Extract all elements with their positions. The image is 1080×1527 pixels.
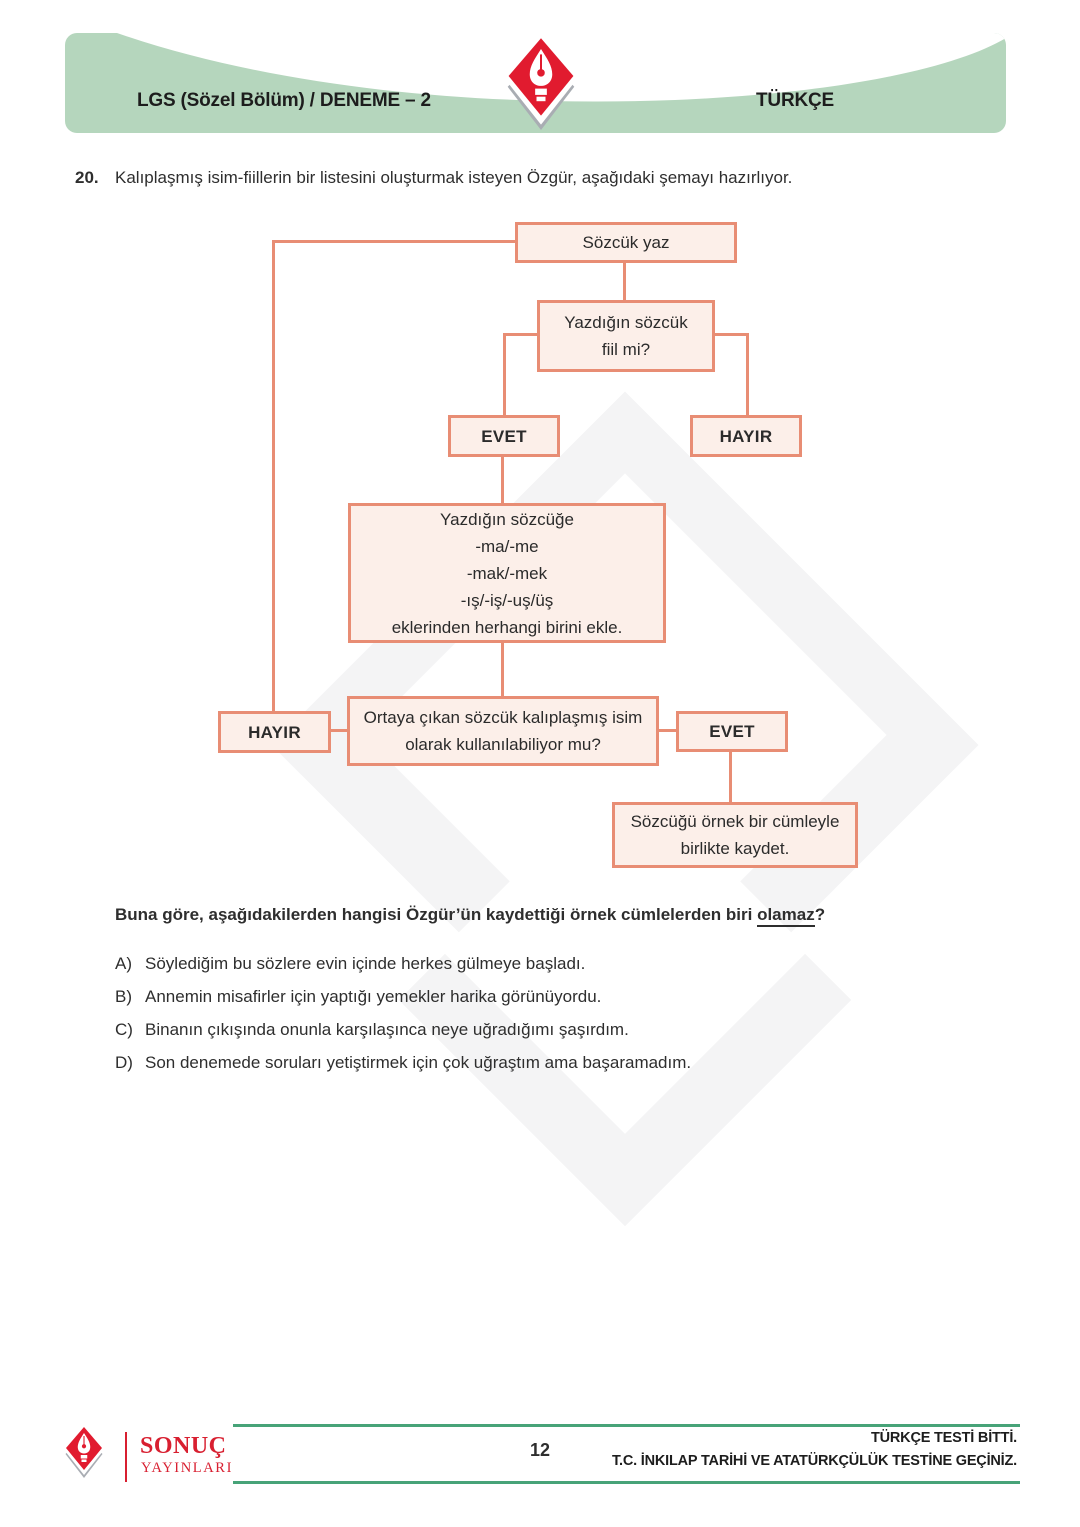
option-c-label: C)	[115, 1020, 133, 1039]
question-intro-row: 20. Kalıplaşmış isim-fiillerin bir liste…	[75, 168, 1015, 188]
flow-node-is-verb-question: Yazdığın sözcük fiil mi?	[537, 300, 715, 372]
flow-node-start: Sözcük yaz	[515, 222, 737, 263]
footer-notice-line2: T.C. İNKILAP TARİHİ VE ATATÜRKÇÜLÜK TEST…	[612, 1453, 1017, 1469]
option-a-text: Söylediğim bu sözlere evin içinde herkes…	[145, 954, 586, 973]
option-c-text: Binanın çıkışında onunla karşılaşınca ne…	[145, 1020, 629, 1039]
exam-title: LGS (Sözel Bölüm) / DENEME – 2	[137, 90, 431, 111]
flow-node-evet-2: EVET	[676, 711, 788, 752]
option-a-label: A)	[115, 954, 132, 973]
flowchart: Sözcük yaz Yazdığın sözcük fiil mi? EVET…	[0, 210, 1080, 890]
flow-connector-hayir2-link	[331, 729, 349, 732]
footer-notice-line1: TÜRKÇE TESTİ BİTTİ.	[870, 1430, 1017, 1446]
stem-suffix: ?	[814, 905, 826, 924]
flow-node-save: Sözcüğü örnek bir cümleyle birlikte kayd…	[612, 802, 858, 868]
flow-node-add-suffix: Yazdığın sözcüğe -ma/-me -mak/-mek -ış/-…	[348, 503, 666, 643]
flow-connector-loop-vertical	[272, 240, 275, 711]
option-d-text: Son denemede soruları yetiştirmek için ç…	[145, 1053, 692, 1072]
flow-node-evet-1: EVET	[448, 415, 560, 457]
publisher-logo	[506, 38, 576, 130]
answer-options: A) Söylediğim bu sözlere evin içinde her…	[115, 954, 1015, 1086]
footer-rule-top	[233, 1424, 1020, 1427]
option-d: D) Son denemede soruları yetiştirmek içi…	[115, 1053, 1015, 1086]
flow-connector-evet1-down	[501, 457, 504, 503]
option-b-label: B)	[115, 987, 132, 1006]
option-b: B) Annemin misafirler için yaptığı yemek…	[115, 987, 1015, 1020]
option-c: C) Binanın çıkışında onunla karşılaşınca…	[115, 1020, 1015, 1053]
flow-connector-yes1-vertical	[503, 333, 506, 415]
footer-rule-bottom	[233, 1481, 1020, 1484]
flow-node-is-fixed-noun-question: Ortaya çıkan sözcük kalıplaşmış isim ola…	[347, 696, 659, 766]
flow-connector-evet2-down	[729, 751, 732, 802]
flow-connector-yes1-stub	[503, 333, 537, 336]
flow-node-hayir-2: HAYIR	[218, 711, 331, 753]
subject-title: TÜRKÇE	[756, 90, 834, 111]
question-intro-text: Kalıplaşmış isim-fiillerin bir listesini…	[115, 168, 793, 187]
footer-notice: TÜRKÇE TESTİ BİTTİ. T.C. İNKILAP TARİHİ …	[560, 1427, 1017, 1473]
option-d-label: D)	[115, 1053, 133, 1072]
publisher-type: YAYINLARI	[141, 1460, 234, 1476]
option-b-text: Annemin misafirler için yaptığı yemekler…	[145, 987, 602, 1006]
stem-prefix: Buna göre, aşağıdakilerden hangisi Özgür…	[115, 905, 758, 924]
footer-logo-divider	[125, 1432, 127, 1482]
publisher-name: SONUÇ	[140, 1433, 227, 1459]
option-a: A) Söylediğim bu sözlere evin içinde her…	[115, 954, 1015, 987]
question-number: 20.	[75, 168, 99, 187]
pen-nib-icon	[77, 1433, 91, 1462]
flow-connector-evet2-link	[657, 729, 678, 732]
footer-publisher-logo	[65, 1427, 103, 1478]
flow-connector-no1-stub	[715, 333, 749, 336]
flow-connector-loop-horizontal	[272, 240, 515, 243]
stem-underlined-word: olamaz	[757, 905, 815, 927]
question-stem: Buna göre, aşağıdakilerden hangisi Özgür…	[115, 905, 1015, 927]
pen-nib-icon	[529, 49, 553, 102]
flow-connector-ekle-down	[501, 643, 504, 696]
flow-connector-no1-vertical	[746, 333, 749, 415]
flow-connector-start-down	[623, 260, 626, 312]
flow-node-hayir-1: HAYIR	[690, 415, 802, 457]
page-number: 12	[529, 1440, 551, 1460]
